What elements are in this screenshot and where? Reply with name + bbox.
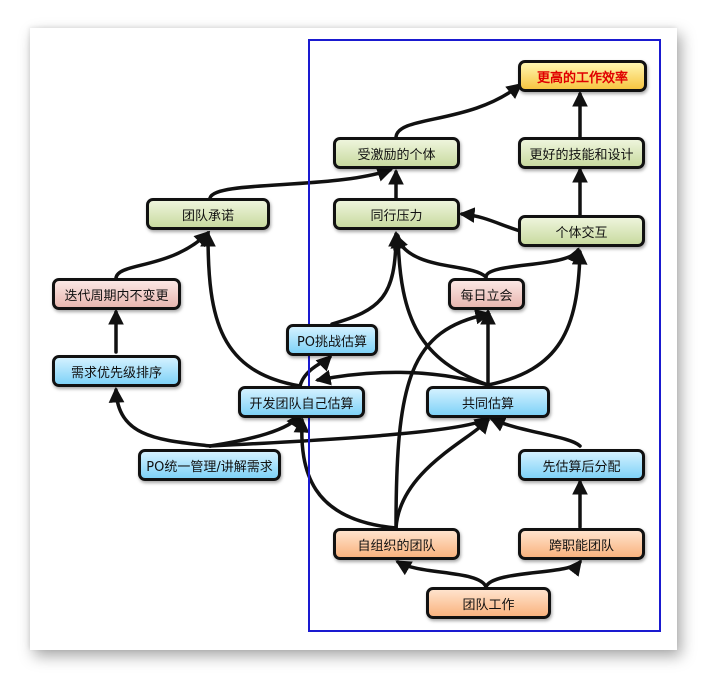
- arrow-commitment-to-motivated: [208, 166, 393, 200]
- node-daily-standup: 每日立会: [448, 278, 525, 310]
- node-estimate-then-assign: 先估算后分配: [518, 449, 645, 481]
- node-prioritize-requirements: 需求优先级排序: [52, 355, 181, 387]
- node-label: 更好的技能和设计: [529, 147, 634, 163]
- node-label: 自组织的团队: [357, 538, 436, 554]
- node-peer-pressure: 同行压力: [333, 198, 460, 230]
- arrow-nochange-to-commitment: [114, 230, 211, 280]
- node-cross-functional-team: 跨职能团队: [518, 528, 645, 560]
- node-team-self-estimate: 开发团队自己估算: [238, 386, 365, 418]
- node-label: 跨职能团队: [548, 538, 614, 554]
- arrow-team-to-crossfunc: [484, 559, 582, 589]
- node-motivated-individual: 受激励的个体: [333, 137, 460, 169]
- node-po-challenge-estimate: PO挑战估算: [286, 324, 378, 356]
- arrow-selforg-to-selfest: [293, 416, 398, 530]
- arrow-selforg-to-joint: [394, 417, 491, 530]
- node-higher-efficiency: 更高的工作效率: [518, 60, 647, 92]
- node-better-skills-design: 更好的技能和设计: [518, 137, 645, 169]
- node-label: 开发团队自己估算: [249, 396, 354, 412]
- arrow-joint-to-peer: [390, 232, 490, 387]
- node-label: PO挑战估算: [296, 334, 368, 350]
- node-label: 先估算后分配: [542, 459, 621, 475]
- node-label: 受激励的个体: [357, 147, 436, 163]
- arrow-team-to-selforg: [395, 560, 488, 589]
- node-label: 个体交互: [555, 225, 608, 241]
- arrow-selforg-to-standup: [394, 308, 492, 530]
- node-joint-estimate: 共同估算: [426, 386, 550, 418]
- node-self-organizing-team: 自组织的团队: [333, 528, 460, 560]
- arrow-assign-to-joint: [489, 417, 582, 448]
- node-team-commitment: 团队承诺: [146, 198, 270, 230]
- arrow-selfest-to-commitment: [200, 230, 302, 388]
- node-individual-interaction: 个体交互: [518, 215, 645, 247]
- arrow-poman-to-priority: [108, 386, 212, 448]
- node-label: 团队工作: [462, 597, 515, 613]
- arrow-joint-to-interaction: [486, 248, 588, 387]
- node-no-change-in-iteration: 迭代周期内不变更: [52, 278, 181, 310]
- node-label: 迭代周期内不变更: [64, 288, 169, 304]
- arrow-joint-to-selfest: [314, 369, 490, 387]
- node-label: 每日立会: [460, 288, 513, 304]
- arrow-motivated-to-efficiency: [394, 83, 523, 139]
- arrow-selfest-to-po: [298, 354, 333, 388]
- node-label: PO统一管理/讲解需求: [146, 459, 273, 475]
- arrow-interaction-to-peer: [458, 207, 522, 233]
- node-label: 共同估算: [461, 396, 514, 412]
- node-label: 需求优先级排序: [70, 365, 162, 381]
- node-po-manage-explain: PO统一管理/讲解需求: [138, 449, 281, 481]
- arrow-po-to-peer: [330, 230, 404, 326]
- node-label: 更高的工作效率: [536, 70, 628, 86]
- node-teamwork: 团队工作: [426, 587, 551, 619]
- node-label: 团队承诺: [181, 208, 234, 224]
- node-label: 同行压力: [370, 208, 423, 224]
